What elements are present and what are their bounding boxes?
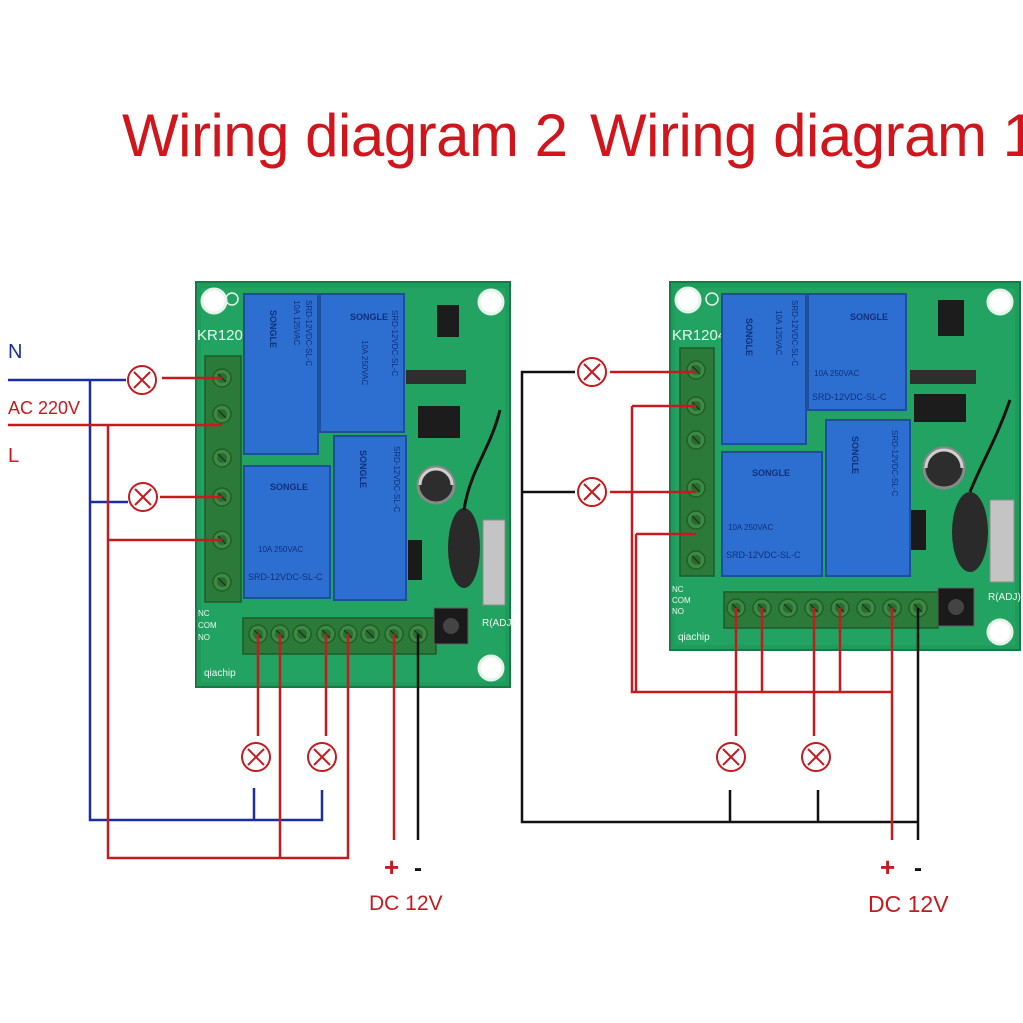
relay-left-4: SONGLE SRD-12VDC-SL-C bbox=[333, 435, 407, 601]
lamp-icon bbox=[307, 742, 337, 772]
svg-text:10A 125VAC: 10A 125VAC bbox=[774, 310, 783, 355]
svg-text:SRD-12VDC-SL-C: SRD-12VDC-SL-C bbox=[248, 572, 323, 582]
svg-text:10A 250VAC: 10A 250VAC bbox=[360, 340, 369, 385]
board-brand-label: qiachip bbox=[204, 668, 236, 679]
board-adj-label-right: R(ADJ) bbox=[988, 592, 1021, 603]
pin-label-no-right: NO bbox=[672, 607, 684, 616]
wires-left bbox=[8, 376, 420, 860]
svg-text:10A 250VAC: 10A 250VAC bbox=[728, 523, 773, 532]
svg-text:SRD-12VDC-SL-C: SRD-12VDC-SL-C bbox=[790, 300, 799, 366]
svg-text:SONGLE: SONGLE bbox=[358, 450, 368, 488]
dc-minus-label-right: - bbox=[914, 855, 922, 882]
relay-right-3: SONGLE 10A 250VAC SRD-12VDC-SL-C bbox=[721, 451, 823, 577]
pin-label-com: COM bbox=[198, 621, 217, 630]
svg-text:SONGLE: SONGLE bbox=[850, 312, 888, 322]
svg-text:10A 125VAC: 10A 125VAC bbox=[292, 300, 301, 345]
n-label: N bbox=[8, 341, 22, 363]
neutral-wire bbox=[8, 378, 324, 822]
pin-label-nc-right: NC bbox=[672, 585, 684, 594]
board-model-label: KR1204 bbox=[197, 327, 251, 344]
board-brand-label-right: qiachip bbox=[678, 632, 710, 643]
live-wire bbox=[8, 376, 350, 860]
relay-left-2: SONGLE 10A 250VAC SRD-12VDC-SL-C bbox=[319, 293, 405, 433]
svg-text:SRD-12VDC-SL-C: SRD-12VDC-SL-C bbox=[812, 392, 887, 402]
pin-label-no: NO bbox=[198, 633, 210, 642]
relay-right-1: SONGLE 10A 125VAC SRD-12VDC-SL-C bbox=[721, 293, 807, 445]
relay-board-left: KR1204 NC COM NO qiachip R(ADJ) bbox=[195, 281, 515, 688]
dc-negative-wire-right bbox=[520, 370, 920, 840]
lamp-icon bbox=[128, 482, 158, 512]
pin-label-com-right: COM bbox=[672, 596, 691, 605]
wiring-diagram-2-title: Wiring diagram 2 bbox=[122, 102, 568, 169]
lamp-icon bbox=[716, 742, 746, 772]
svg-text:10A 250VAC: 10A 250VAC bbox=[814, 369, 859, 378]
lamp-icon bbox=[801, 742, 831, 772]
svg-text:SONGLE: SONGLE bbox=[268, 310, 278, 348]
svg-text:SONGLE: SONGLE bbox=[270, 482, 308, 492]
svg-text:SRD-12VDC-SL-C: SRD-12VDC-SL-C bbox=[390, 310, 399, 376]
svg-text:SONGLE: SONGLE bbox=[350, 312, 388, 322]
lamp-icon bbox=[577, 477, 607, 507]
ac-220v-label: AC 220V bbox=[8, 398, 80, 418]
svg-text:SRD-12VDC-SL-C: SRD-12VDC-SL-C bbox=[726, 550, 801, 560]
svg-text:SRD-12VDC-SL-C: SRD-12VDC-SL-C bbox=[890, 430, 899, 496]
lamp-icon bbox=[241, 742, 271, 772]
svg-text:SRD-12VDC-SL-C: SRD-12VDC-SL-C bbox=[304, 300, 313, 366]
live-wire-right bbox=[610, 370, 894, 840]
relay-board-right: KR1204 NC COM NO qiachip R(ADJ) bbox=[669, 281, 1021, 651]
pin-label-nc: NC bbox=[198, 609, 210, 618]
relay-right-2: SONGLE 10A 250VAC SRD-12VDC-SL-C bbox=[807, 293, 907, 411]
relay-left-3: SONGLE 10A 250VAC SRD-12VDC-SL-C bbox=[243, 465, 331, 599]
svg-text:SONGLE: SONGLE bbox=[850, 436, 860, 474]
relay-right-4: SONGLE SRD-12VDC-SL-C bbox=[825, 419, 911, 577]
svg-text:SONGLE: SONGLE bbox=[752, 468, 790, 478]
dc-plus-label: + bbox=[384, 852, 399, 882]
board-adj-label: R(ADJ) bbox=[482, 618, 515, 629]
wires-right bbox=[520, 370, 920, 840]
svg-text:10A 250VAC: 10A 250VAC bbox=[258, 545, 303, 554]
dc-12v-label: DC 12V bbox=[369, 892, 443, 915]
svg-text:SRD-12VDC-SL-C: SRD-12VDC-SL-C bbox=[392, 446, 401, 512]
l-label: L bbox=[8, 445, 19, 467]
dc-12v-label-right: DC 12V bbox=[868, 891, 949, 917]
relay-left-1: SONGLE 10A 125VAC SRD-12VDC-SL-C bbox=[243, 293, 319, 455]
lamp-icon bbox=[127, 365, 157, 395]
wiring-diagram-1-title: Wiring diagram 1 bbox=[590, 102, 1023, 169]
dc-plus-label-right: + bbox=[880, 852, 895, 882]
lamp-icon bbox=[577, 357, 607, 387]
board-model-label-right: KR1204 bbox=[672, 327, 726, 344]
dc-minus-label: - bbox=[414, 855, 422, 882]
svg-text:SONGLE: SONGLE bbox=[744, 318, 754, 356]
